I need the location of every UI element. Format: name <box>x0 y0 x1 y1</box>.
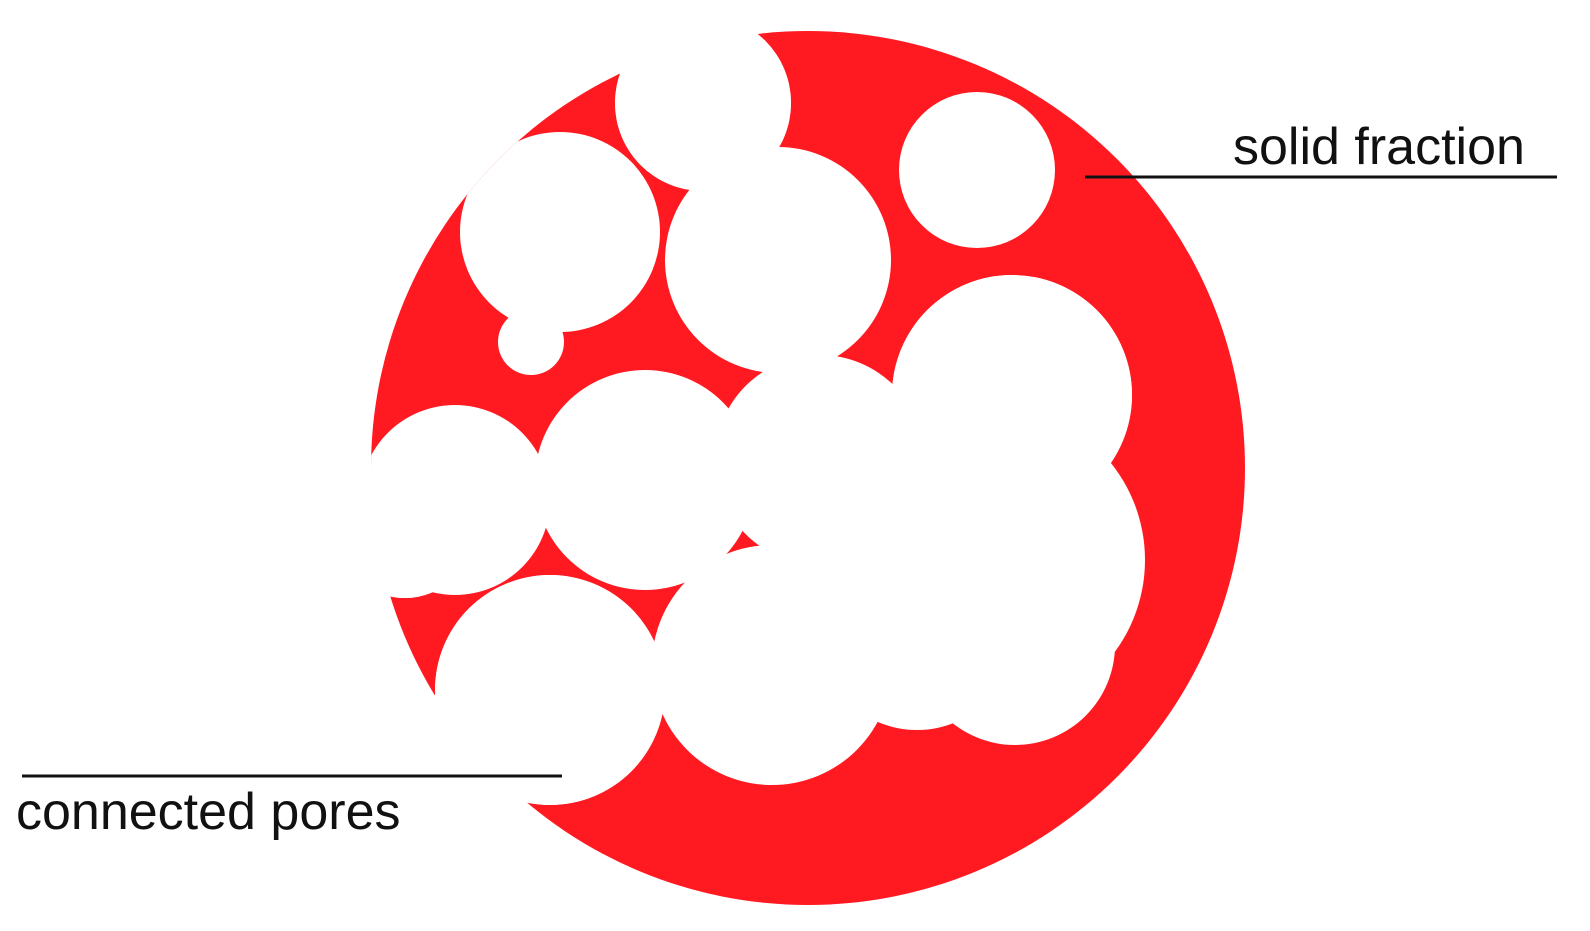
solid-fraction-label: solid fraction <box>1233 118 1525 176</box>
open-pore <box>435 575 665 805</box>
open-pore <box>892 275 1132 515</box>
open-pores-group <box>337 15 1142 805</box>
pore <box>498 309 564 375</box>
pore <box>652 545 892 785</box>
open-pore <box>952 453 1142 643</box>
open-pore <box>337 462 473 598</box>
pore <box>460 132 660 332</box>
closed-pore <box>899 92 1055 248</box>
open-pore <box>615 15 791 191</box>
connected-pores-label: connected pores <box>16 783 401 841</box>
pore <box>665 147 891 373</box>
pore <box>535 370 755 590</box>
